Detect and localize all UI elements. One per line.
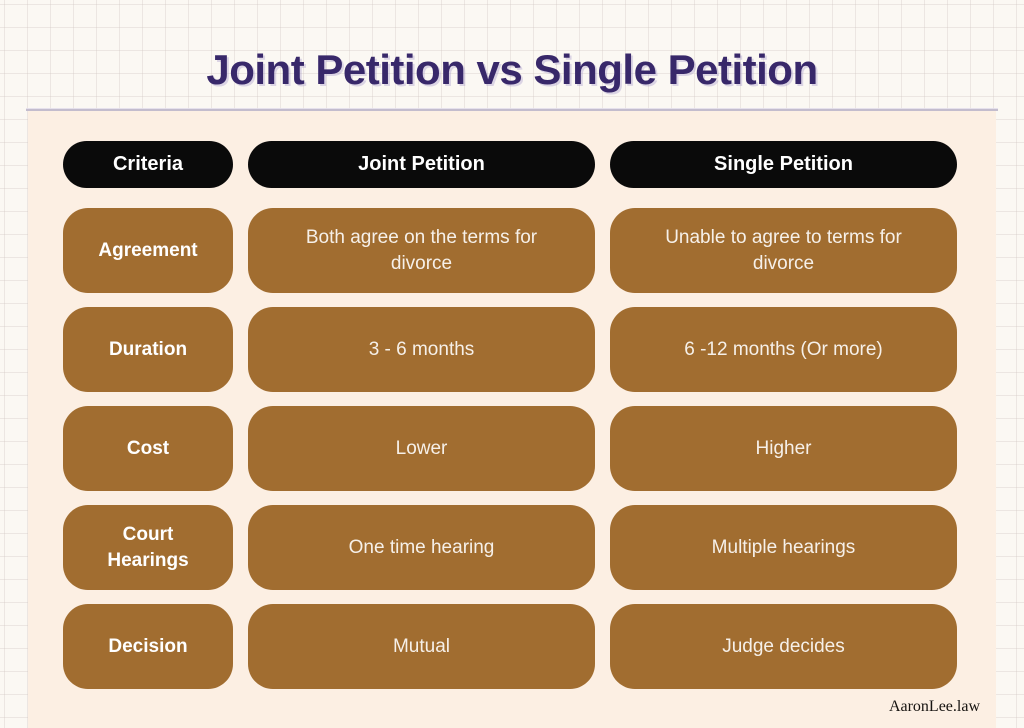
header-pill-joint-petition: Joint Petition xyxy=(248,141,595,188)
header-pill-single-petition: Single Petition xyxy=(610,141,957,188)
value-cell-single-cost: Higher xyxy=(610,406,957,491)
table-header-row: Criteria Joint Petition Single Petition xyxy=(63,141,996,188)
value-cell-joint-decision: Mutual xyxy=(248,604,595,689)
criteria-cell-agreement: Agreement xyxy=(63,208,233,293)
value-cell-single-duration: 6 -12 months (Or more) xyxy=(610,307,957,392)
value-cell-joint-court-hearings: One time hearing xyxy=(248,505,595,590)
value-cell-joint-duration: 3 - 6 months xyxy=(248,307,595,392)
value-cell-single-decision: Judge decides xyxy=(610,604,957,689)
header-pill-criteria: Criteria xyxy=(63,141,233,188)
title-divider xyxy=(26,109,998,111)
watermark: AaronLee.law xyxy=(888,698,980,715)
value-cell-joint-agreement: Both agree on the terms for divorce xyxy=(248,208,595,293)
value-cell-joint-cost: Lower xyxy=(248,406,595,491)
value-cell-single-agreement: Unable to agree to terms for divorce xyxy=(610,208,957,293)
criteria-cell-cost: Cost xyxy=(63,406,233,491)
page-title: Joint Petition vs Single Petition xyxy=(206,46,818,93)
criteria-cell-court-hearings: Court Hearings xyxy=(63,505,233,590)
comparison-table: Agreement Both agree on the terms for di… xyxy=(63,208,996,689)
criteria-cell-decision: Decision xyxy=(63,604,233,689)
content-panel: Criteria Joint Petition Single Petition … xyxy=(28,111,996,728)
criteria-cell-duration: Duration xyxy=(63,307,233,392)
value-cell-single-court-hearings: Multiple hearings xyxy=(610,505,957,590)
